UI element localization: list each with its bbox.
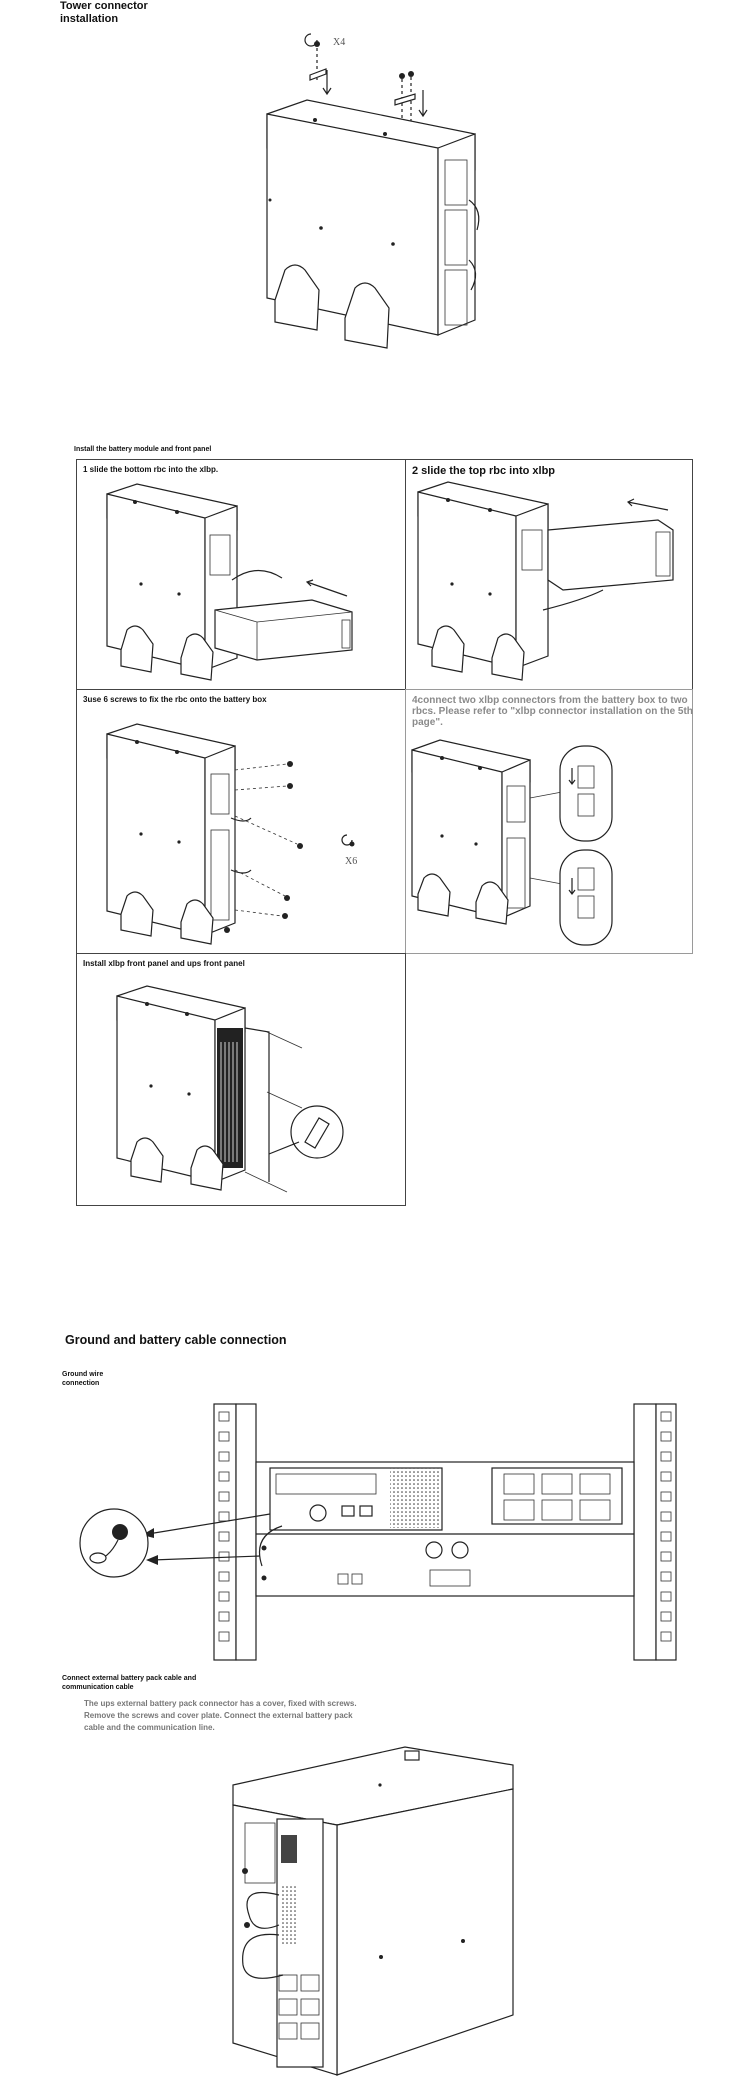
- step-2-panel: 2 slide the top rbc into xlbp: [405, 459, 693, 690]
- step-3-illustration: X6: [106, 723, 357, 945]
- install-section-title: Install the battery module and front pan…: [74, 446, 212, 453]
- tower-connector-illustration: X4: [266, 33, 480, 349]
- outlet-icons: [503, 1473, 611, 1521]
- tower-screw-count: X4: [333, 37, 345, 48]
- external-battery-label: Connect external battery pack cable and …: [62, 1675, 197, 1691]
- step-5-panel: Install xlbp front panel and ups front p…: [76, 953, 406, 1206]
- external-battery-ups-illustration: [232, 1746, 514, 2076]
- ground-section-title: Ground and battery cable connection: [65, 1333, 287, 1347]
- step-4-panel: 4connect two xlbp connectors from the ba…: [405, 689, 693, 954]
- tower-section-title: Tower connector installation: [60, 0, 148, 25]
- step-4-label: 4connect two xlbp connectors from the ba…: [412, 695, 693, 728]
- step-3-screw-count: X6: [345, 856, 357, 867]
- step-5-illustration: [116, 985, 344, 1193]
- install-steps-grid: 1 slide the bottom rbc into the xlbp. 2 …: [76, 459, 693, 1206]
- screw-icon: [304, 33, 332, 96]
- step-3-panel: 3use 6 screws to fix the rbc onto the ba…: [76, 689, 406, 954]
- ground-wire-rack-illustration: [79, 1403, 677, 1661]
- step-5-label: Install xlbp front panel and ups front p…: [83, 959, 245, 968]
- step-2-label: 2 slide the top rbc into xlbp: [412, 465, 556, 477]
- step-3-label: 3use 6 screws to fix the rbc onto the ba…: [83, 695, 267, 704]
- external-battery-description: The ups external battery pack connector …: [84, 1699, 357, 1732]
- outlet-icons: [278, 1974, 320, 2040]
- step-4-illustration: [411, 739, 613, 946]
- screwdriver-icon: [341, 834, 355, 847]
- ground-wire-label: Ground wire connection: [62, 1371, 104, 1387]
- step-1-illustration: [106, 483, 353, 681]
- step-1-label: 1 slide the bottom rbc into the xlbp.: [83, 465, 219, 474]
- step-2-illustration: [417, 481, 674, 681]
- step-1-panel: 1 slide the bottom rbc into the xlbp.: [76, 459, 406, 690]
